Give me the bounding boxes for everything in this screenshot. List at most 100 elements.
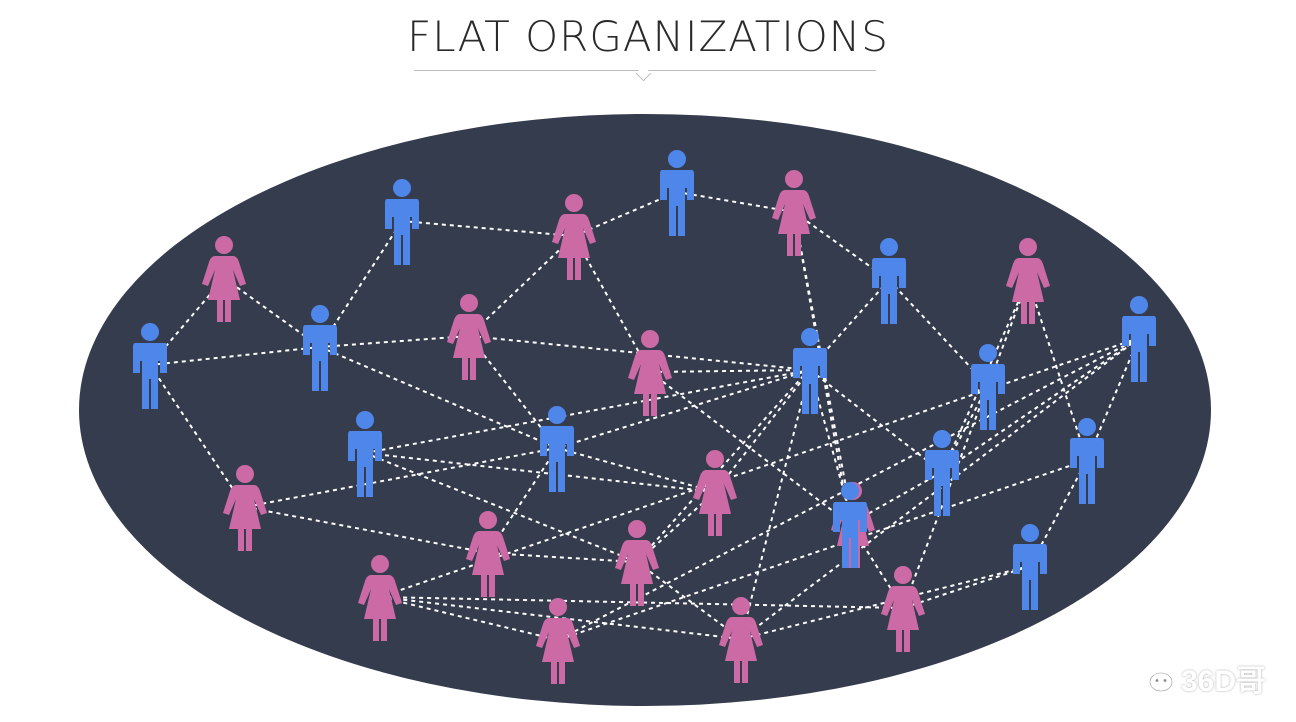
person-head [933, 430, 951, 448]
person-head [668, 150, 686, 168]
connection-line [556, 447, 716, 493]
connection-line [364, 369, 811, 454]
wechat-icon [1135, 663, 1173, 692]
person-head [1021, 524, 1039, 542]
male-person-icon [971, 344, 1005, 430]
people-nodes [133, 150, 1156, 684]
person-head [1078, 418, 1096, 436]
male-person-icon [833, 482, 867, 568]
female-person-icon [1006, 238, 1050, 324]
male-person-icon [1122, 296, 1156, 382]
connection-line [364, 452, 638, 563]
person-body [447, 314, 491, 380]
male-person-icon [385, 179, 419, 265]
connection-line [1086, 337, 1140, 461]
female-person-icon [466, 511, 510, 597]
connection-line [379, 337, 1140, 598]
person-head [549, 598, 567, 616]
person-head [215, 236, 233, 254]
person-head [311, 305, 329, 323]
female-person-icon [536, 598, 580, 684]
person-head [548, 406, 566, 424]
person-body [1070, 438, 1104, 504]
connection-line [676, 191, 795, 213]
male-person-icon [540, 406, 574, 492]
male-person-icon [793, 328, 827, 414]
person-body [925, 450, 959, 516]
person-head [628, 520, 646, 538]
person-head [880, 238, 898, 256]
male-person-icon [872, 238, 906, 324]
connection-line [714, 369, 811, 493]
connection-line [557, 459, 1088, 641]
person-body [540, 426, 574, 492]
person-head [141, 323, 159, 341]
female-person-icon [447, 294, 491, 380]
male-person-icon [1013, 524, 1047, 610]
watermark: 36D哥 [1135, 656, 1266, 700]
male-person-icon [1070, 418, 1104, 504]
connection-line [740, 565, 1031, 640]
person-head [979, 344, 997, 362]
female-person-icon [693, 450, 737, 536]
person-head [356, 411, 374, 429]
female-person-icon [628, 330, 672, 416]
person-head [393, 179, 411, 197]
person-head [641, 330, 659, 348]
person-head [565, 194, 583, 212]
connection-line [364, 452, 716, 493]
person-head [785, 170, 803, 188]
female-person-icon [358, 555, 402, 641]
person-body [466, 531, 510, 597]
person-head [371, 555, 389, 573]
person-body [1006, 258, 1050, 324]
person-body [872, 258, 906, 324]
female-person-icon [772, 170, 816, 256]
connection-line [379, 596, 904, 609]
connection-line [809, 369, 943, 473]
connection-line [793, 211, 851, 525]
person-head [479, 511, 497, 529]
connection-line [319, 335, 470, 348]
person-body [1122, 316, 1156, 382]
male-person-icon [925, 430, 959, 516]
connection-line [319, 346, 558, 449]
page-title: FLAT ORGANIZATIONS [407, 12, 889, 61]
connection-line [636, 279, 890, 563]
person-head [801, 328, 819, 346]
person-body [202, 256, 246, 322]
male-person-icon [348, 411, 382, 497]
female-person-icon [881, 566, 925, 652]
person-body [881, 586, 925, 652]
male-person-icon [303, 305, 337, 391]
person-body [971, 364, 1005, 430]
female-person-icon [615, 520, 659, 606]
person-body [348, 431, 382, 497]
female-person-icon [202, 236, 246, 322]
person-body [133, 343, 167, 409]
person-body [358, 575, 402, 641]
female-person-icon [552, 194, 596, 280]
person-head [894, 566, 912, 584]
person-head [236, 465, 254, 483]
connection-line [379, 596, 559, 641]
person-body [772, 190, 816, 256]
person-body [552, 214, 596, 280]
connection-line [793, 211, 854, 525]
connection-line [573, 235, 651, 373]
person-head [706, 450, 724, 468]
person-body [536, 618, 580, 684]
female-person-icon [719, 597, 763, 683]
person-head [1019, 238, 1037, 256]
person-body [1013, 544, 1047, 610]
watermark-text: 36D哥 [1180, 665, 1266, 698]
connection-line [902, 565, 1031, 609]
person-body [303, 325, 337, 391]
connection-line [636, 561, 742, 640]
person-body [223, 485, 267, 551]
connection-line [649, 371, 851, 525]
person-body [693, 470, 737, 536]
connection-line [244, 447, 558, 508]
person-head [732, 597, 750, 615]
